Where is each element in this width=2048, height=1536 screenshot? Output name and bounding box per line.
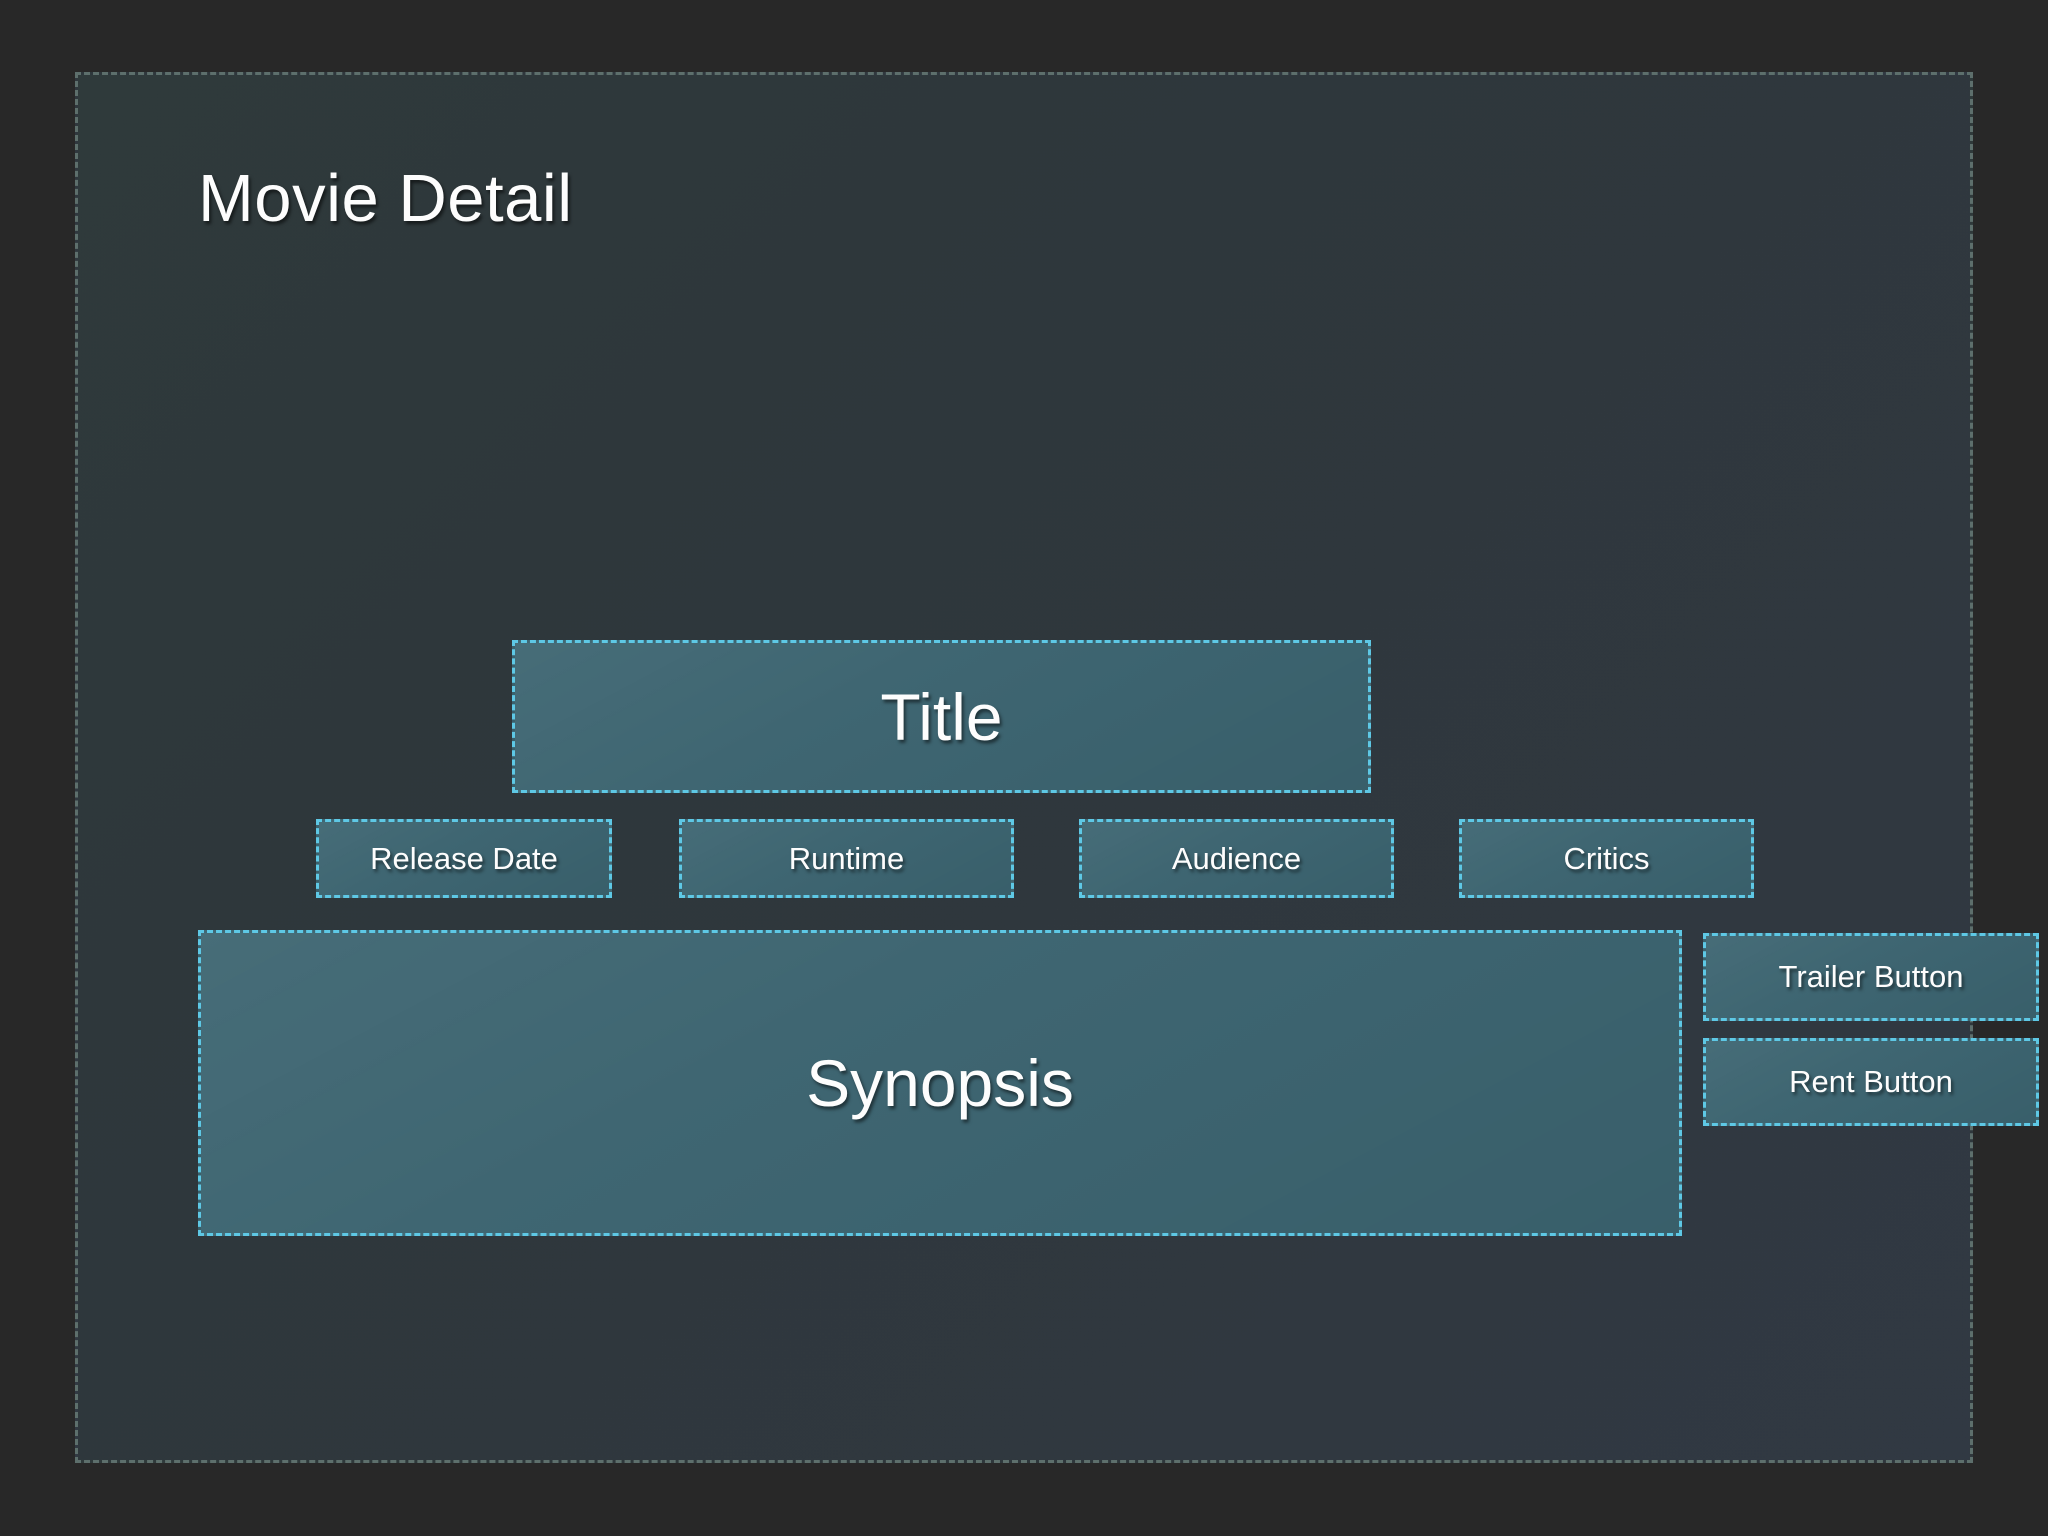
audience-rating-placeholder[interactable]: Audience [1079,819,1394,898]
movie-detail-wireframe-panel: Movie Detail Title Release Date Runtime … [75,72,2039,1463]
movie-title-placeholder[interactable]: Title [512,640,1371,793]
runtime-placeholder[interactable]: Runtime [679,819,1014,898]
synopsis-placeholder[interactable]: Synopsis [198,930,1682,1236]
release-date-placeholder[interactable]: Release Date [316,819,612,898]
critics-rating-placeholder[interactable]: Critics [1459,819,1754,898]
page-title: Movie Detail [198,161,573,236]
trailer-button[interactable]: Trailer Button [1703,933,2039,1021]
rent-button[interactable]: Rent Button [1703,1038,2039,1126]
